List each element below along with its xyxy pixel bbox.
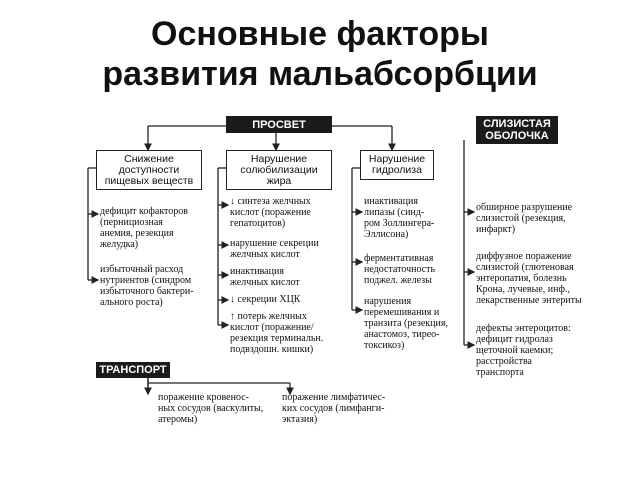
col4-item: дефекты энтероцитов: дефицит гидролаз ще… [476, 323, 571, 378]
col2-item: ↓ синтеза желчных кислот (поражение гепа… [230, 196, 311, 229]
col3-item: нарушения перемешивания и транзита (резе… [364, 296, 448, 351]
transport-item: поражение кровенос- ных сосудов (васкули… [158, 392, 264, 425]
col3-item: ферментативная недостаточность поджел. ж… [364, 253, 436, 286]
box-fat-solubilization: Нарушение солюбилизации жира [226, 150, 332, 190]
col1-item: дефицит кофакторов (пернициозная анемия,… [100, 206, 189, 250]
title-line-2: развития мальабсорбции [102, 55, 538, 93]
page-title: Основные факторы развития мальабсорбции [0, 14, 640, 94]
col1-item: избыточный расход нутриентов (синдром из… [100, 264, 194, 308]
transport-header: ТРАНСПОРТ [96, 362, 170, 378]
col2-item: нарушение секреции желчных кислот [230, 238, 319, 260]
title-line-1: Основные факторы [151, 15, 489, 53]
col2-item: инактивация желчных кислот [230, 266, 300, 288]
transport-item: поражение лимфатичес- ких сосудов (лимфа… [282, 392, 386, 425]
col2-item: ↓ секреции ХЦК [230, 294, 301, 305]
box-hydrolysis: Нарушение гидролиза [360, 150, 434, 180]
col4-item: обширное разрушение слизистой (резекция,… [476, 202, 573, 235]
col4-item: диффузное поражение слизистой (глютенова… [476, 251, 582, 306]
mucosa-header: СЛИЗИСТАЯ ОБОЛОЧКА [476, 116, 558, 144]
box-nutrient-availability: Снижение доступности пищевых веществ [96, 150, 202, 190]
lumen-header: ПРОСВЕТ [226, 116, 332, 133]
col2-item: ↑ потерь желчных кислот (поражение/ резе… [230, 311, 324, 355]
col3-item: инактивация липазы (синд- ром Золлингера… [364, 196, 435, 240]
